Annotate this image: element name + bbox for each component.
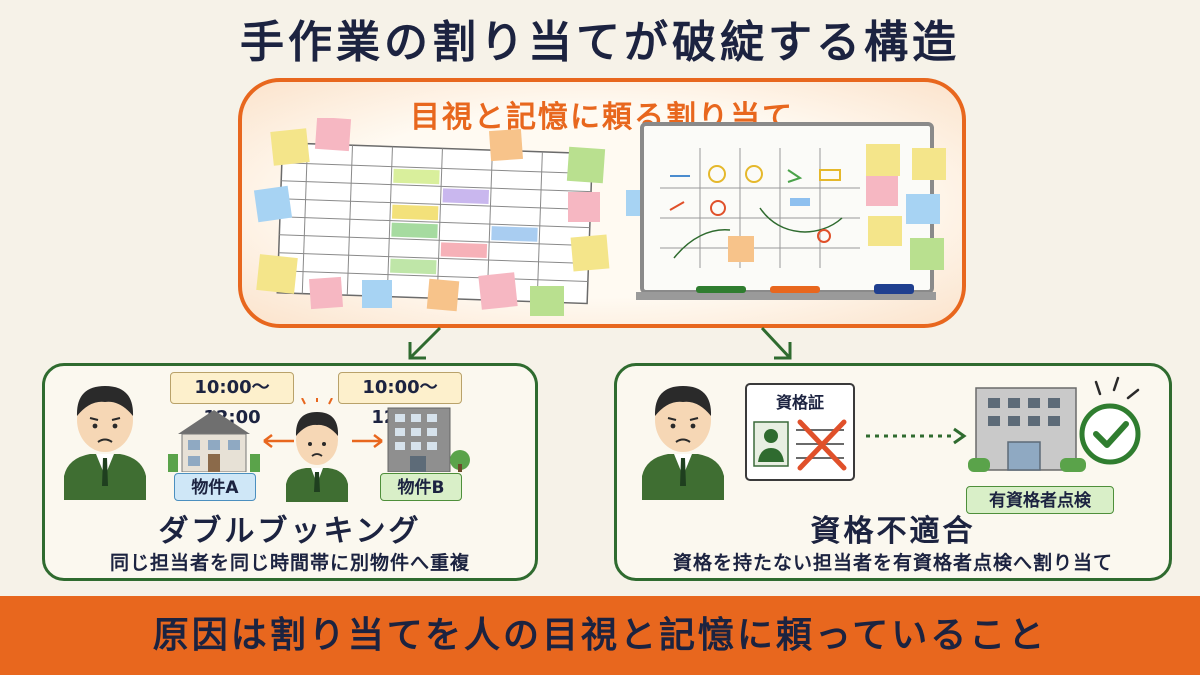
qualified-inspection-badge: 有資格者点検	[966, 486, 1114, 514]
arrow-icon	[408, 326, 442, 360]
conclusion-text: 原因は割り当てを人の目視と記憶に頼っていること	[152, 615, 1048, 656]
person-worried-icon	[286, 398, 348, 502]
person-worried-icon	[642, 386, 724, 500]
time-slot-a: 10:00〜12:00	[170, 372, 294, 428]
building-icon	[968, 376, 1141, 472]
arrow-icon	[866, 427, 967, 445]
property-b-tag: 物件B	[380, 473, 462, 501]
page-title: 手作業の割り当てが破綻する構造	[240, 17, 960, 68]
whiteboard-icon	[626, 122, 946, 300]
qualification-card-title: 資格証	[775, 393, 824, 412]
arrow-icon	[263, 434, 294, 448]
arrow-icon	[352, 434, 383, 448]
time-slot-b: 10:00〜12:00	[338, 372, 462, 428]
sticky-note-icon	[253, 118, 610, 316]
qualification-mismatch-subtitle: 資格を持たない担当者を有資格者点検へ割り当て	[672, 552, 1113, 574]
house-icon	[168, 410, 260, 472]
cross-icon	[797, 419, 847, 471]
conclusion-banner: 原因は割り当てを人の目視と記憶に頼っていること	[0, 596, 1200, 675]
spreadsheet-icon	[253, 118, 610, 316]
double-booking-title: ダブルブッキング	[158, 514, 422, 549]
qualification-mismatch-title: 資格不適合	[810, 514, 976, 549]
apartment-icon	[387, 407, 470, 472]
property-a-tag: 物件A	[174, 473, 256, 501]
double-booking-subtitle: 同じ担当者を同じ時間帯に別物件へ重複	[109, 552, 470, 574]
person-worried-icon	[64, 386, 146, 500]
id-card-icon	[745, 383, 855, 481]
checkmark-icon	[1079, 376, 1141, 465]
arrow-icon	[760, 326, 792, 360]
